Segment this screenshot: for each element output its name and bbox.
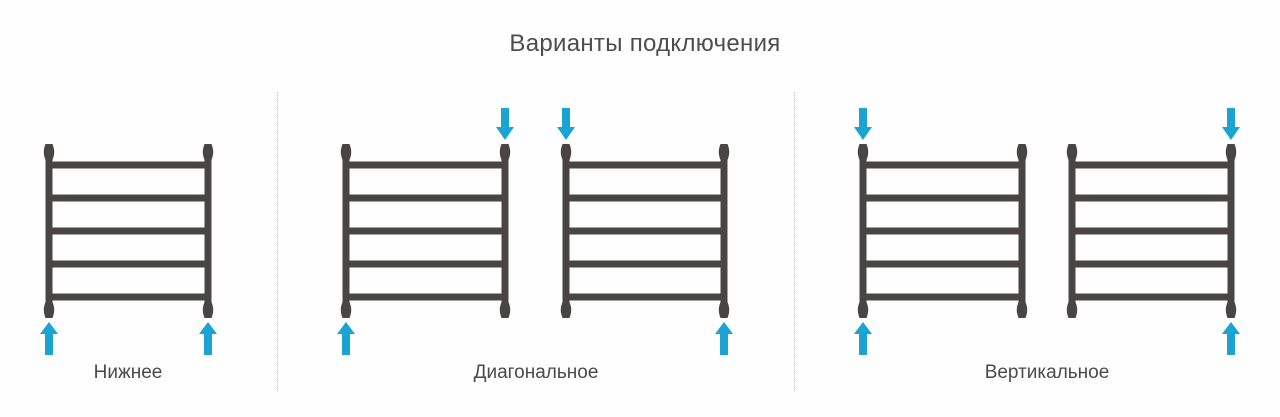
arrow-up-icon [40,322,58,355]
post-cap [560,302,572,318]
post-cap [202,302,214,318]
post-cap [1066,144,1078,160]
post-cap [499,302,511,318]
crossbar [346,161,505,169]
post-cap [340,302,352,318]
section-divider [277,92,278,392]
arrow-down-icon [1222,108,1240,140]
post-cap [718,302,730,318]
towel-radiator [1066,108,1240,355]
post-cap [718,144,730,160]
crossbar [1072,293,1231,301]
post-cap [43,302,55,318]
arrow-down-icon [557,108,575,140]
towel-radiator [337,108,514,355]
towel-radiator [557,108,733,355]
crossbar [1072,194,1231,202]
arrow-up-icon [1222,322,1240,355]
label-diagonal-connection: Диагональное [473,362,599,383]
crossbar [566,293,724,301]
towel-radiator [854,108,1028,355]
crossbar [346,293,505,301]
post-cap [1225,302,1237,318]
arrow-up-icon [715,322,733,355]
crossbar [49,194,208,202]
arrow-down-icon [496,108,514,140]
crossbar [566,260,724,268]
crossbar [346,194,505,202]
crossbar [49,227,208,235]
post-cap [202,144,214,160]
crossbar [863,227,1022,235]
post-cap [1066,302,1078,318]
label-bottom-connection: Нижнее [93,362,163,383]
post-cap [43,144,55,160]
post-cap [340,144,352,160]
post-cap [1016,302,1028,318]
section-divider [794,92,795,392]
crossbar [863,161,1022,169]
arrow-up-icon [854,322,872,355]
post-cap [499,144,511,160]
towel-radiator [40,144,217,355]
crossbar [1072,227,1231,235]
crossbar [49,293,208,301]
crossbar [566,227,724,235]
arrow-down-icon [854,108,872,140]
arrow-up-icon [337,322,355,355]
crossbar [566,161,724,169]
post-cap [1225,144,1237,160]
crossbar [863,293,1022,301]
crossbar [1072,161,1231,169]
crossbar [49,161,208,169]
post-cap [1016,144,1028,160]
arrow-up-icon [199,322,217,355]
crossbar [49,260,208,268]
crossbar [863,194,1022,202]
post-cap [857,302,869,318]
crossbar [346,260,505,268]
post-cap [560,144,572,160]
crossbar [863,260,1022,268]
label-vertical-connection: Вертикальное [984,362,1110,383]
crossbar [1072,260,1231,268]
post-cap [857,144,869,160]
crossbar [566,194,724,202]
page-title: Варианты подключения [509,30,781,57]
crossbar [346,227,505,235]
